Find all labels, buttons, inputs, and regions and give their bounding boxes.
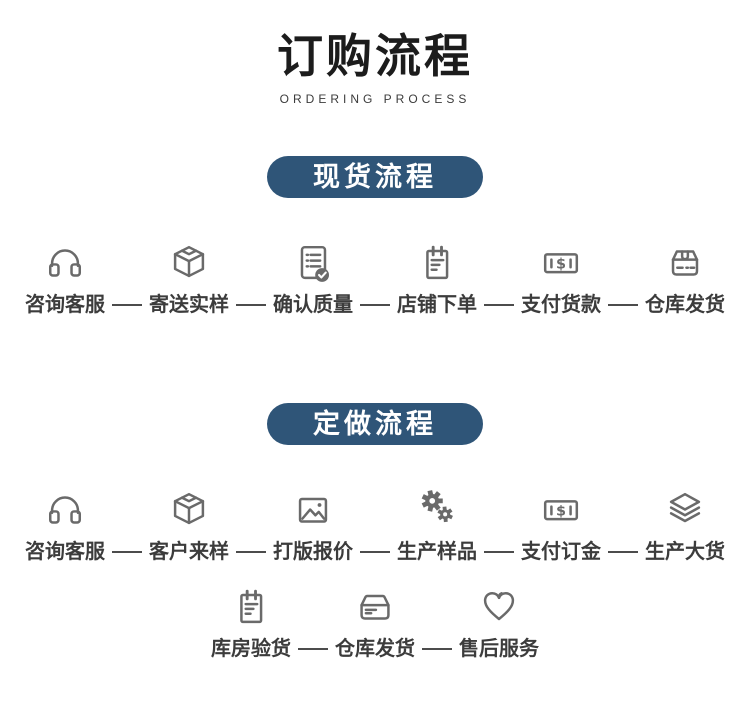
connector-line	[484, 550, 514, 553]
heart-icon	[476, 584, 522, 630]
step-consult-service: 咨询客服	[25, 240, 105, 317]
step-warehouse-ship: 仓库发货	[335, 584, 415, 661]
step-pay-deposit: 支付订金	[521, 487, 601, 564]
step-pay-for-goods: 支付货款	[521, 240, 601, 317]
connector-line	[422, 647, 452, 650]
step-warehouse-ship: 仓库发货	[645, 240, 725, 317]
connector-line	[236, 303, 266, 306]
archive-box-icon	[352, 584, 398, 630]
flow-custom-row-1: 咨询客服 客户来样 打版报价 生产样品 支付订金 生产大货	[0, 487, 750, 564]
connector-line	[112, 303, 142, 306]
page-subtitle: ORDERING PROCESS	[279, 91, 471, 106]
headset-icon	[42, 487, 88, 533]
step-label: 咨询客服	[25, 293, 105, 316]
step-label: 咨询客服	[25, 540, 105, 563]
step-warehouse-inspect: 库房验货	[211, 584, 291, 661]
headset-icon	[42, 240, 88, 286]
flow-instock-header: 现货流程	[267, 155, 483, 198]
step-label: 仓库发货	[335, 637, 415, 660]
step-produce-sample: 生产样品	[397, 487, 477, 564]
step-consult-service: 咨询客服	[25, 487, 105, 564]
step-label: 确认质量	[273, 293, 353, 316]
flow-custom-pill: 定做流程	[267, 402, 483, 445]
step-label: 支付货款	[521, 293, 601, 316]
order-notepad-icon	[228, 584, 274, 630]
page-title: 订购流程	[277, 30, 473, 82]
order-notepad-icon	[414, 240, 460, 286]
sealed-box-icon	[662, 240, 708, 286]
step-label: 寄送实样	[149, 293, 229, 316]
package-box-icon	[166, 487, 212, 533]
connector-line	[484, 303, 514, 306]
step-label: 售后服务	[459, 637, 539, 660]
banknote-dollar-icon	[538, 487, 584, 533]
layers-stack-icon	[662, 487, 708, 533]
step-label: 库房验货	[211, 637, 291, 660]
step-after-sales: 售后服务	[459, 584, 539, 661]
flow-instock-row: 咨询客服 寄送实样 确认质量 店铺下单 支付货款 仓库发货	[0, 240, 750, 317]
step-send-sample: 寄送实样	[149, 240, 229, 317]
connector-line	[112, 550, 142, 553]
connector-line	[608, 550, 638, 553]
step-confirm-quality: 确认质量	[273, 240, 353, 317]
connector-line	[360, 303, 390, 306]
gears-icon	[414, 487, 460, 533]
step-customer-sample: 客户来样	[149, 487, 229, 564]
flow-custom-row-2: 库房验货 仓库发货 售后服务	[0, 584, 750, 661]
step-label: 支付订金	[521, 540, 601, 563]
connector-line	[608, 303, 638, 306]
checklist-check-icon	[290, 240, 336, 286]
picture-icon	[290, 487, 336, 533]
step-label: 生产大货	[645, 540, 725, 563]
connector-line	[360, 550, 390, 553]
package-box-icon	[166, 240, 212, 286]
step-bulk-production: 生产大货	[645, 487, 725, 564]
step-label: 店铺下单	[397, 293, 477, 316]
step-label: 生产样品	[397, 540, 477, 563]
banknote-dollar-icon	[538, 240, 584, 286]
flow-custom-header: 定做流程	[267, 402, 483, 445]
connector-line	[298, 647, 328, 650]
step-pattern-quote: 打版报价	[273, 487, 353, 564]
step-label: 仓库发货	[645, 293, 725, 316]
connector-line	[236, 550, 266, 553]
flow-instock-pill: 现货流程	[267, 155, 483, 198]
step-label: 打版报价	[273, 540, 353, 563]
step-label: 客户来样	[149, 540, 229, 563]
step-place-order: 店铺下单	[397, 240, 477, 317]
